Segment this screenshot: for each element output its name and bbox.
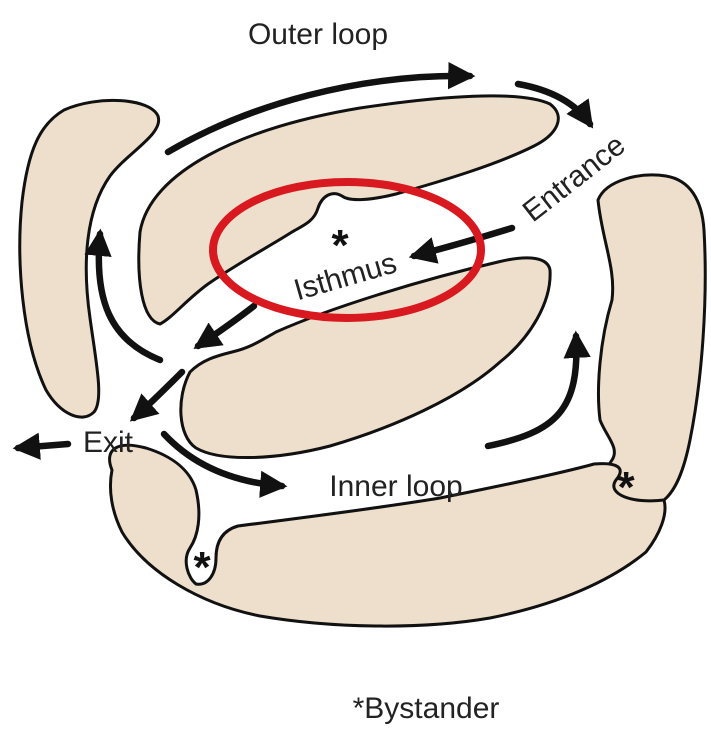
- bystander-marker-isthmus: *: [331, 221, 349, 270]
- outer-loop-label: Outer loop: [248, 18, 388, 51]
- bystander-footnote: *Bystander: [353, 692, 500, 725]
- inner-loop-label: Inner loop: [329, 470, 462, 503]
- exit-label: Exit: [83, 426, 134, 459]
- exit-arrow: [134, 372, 182, 418]
- entrance-arrow: [414, 228, 512, 256]
- bystander-marker-right: *: [617, 463, 635, 512]
- bystander-marker-lower: *: [193, 543, 211, 592]
- exit-outflow-arrow: [18, 444, 68, 448]
- right-tissue-block: [598, 175, 705, 503]
- isthmus-exit-arrow: [198, 306, 254, 346]
